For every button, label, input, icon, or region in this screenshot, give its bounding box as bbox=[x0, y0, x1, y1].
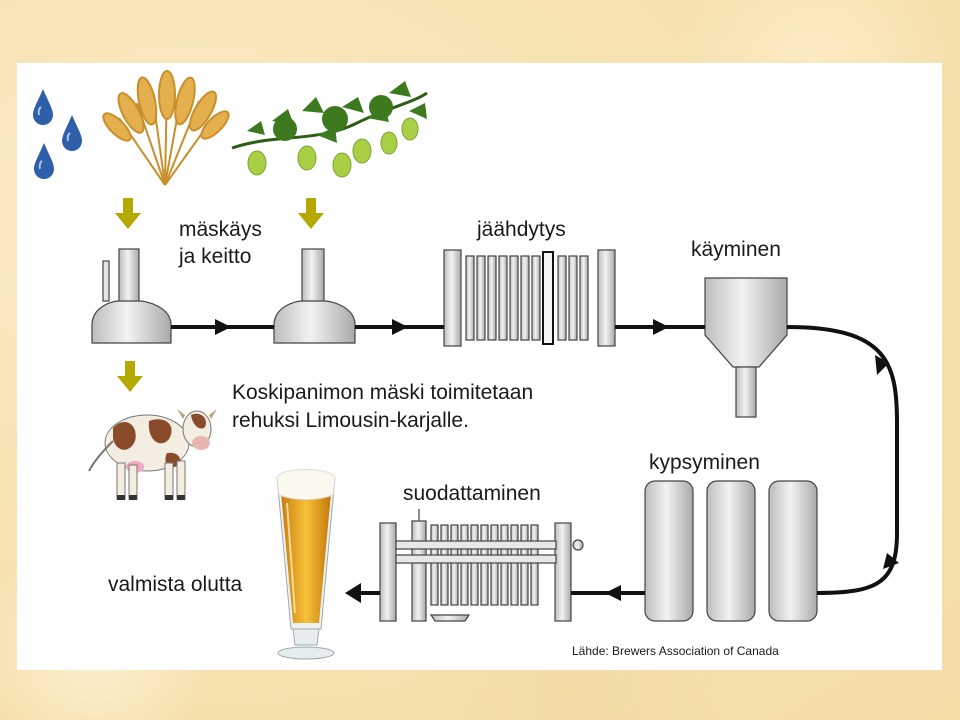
beer-glass-icon bbox=[276, 469, 336, 660]
maturation-tanks bbox=[644, 480, 818, 622]
label-fermentation: käyminen bbox=[691, 238, 781, 261]
label-maturation: kypsyminen bbox=[649, 451, 760, 474]
barley-icon bbox=[102, 70, 230, 186]
water-drops-icon bbox=[33, 89, 82, 179]
label-mashing-line1: mäskäys bbox=[179, 218, 262, 241]
input-arrow-right bbox=[298, 198, 324, 229]
filter-press bbox=[379, 509, 584, 622]
flow-arrowheads bbox=[215, 319, 899, 603]
note-line2: rehuksi Limousin-karjalle. bbox=[232, 409, 469, 432]
brewing-process-diagram bbox=[33, 70, 899, 660]
cow-icon bbox=[88, 409, 217, 500]
input-arrow-left bbox=[115, 198, 141, 229]
label-cooling: jäähdytys bbox=[477, 218, 566, 241]
diagram-panel: mäskäys ja keitto jäähdytys käyminen kyp… bbox=[17, 63, 942, 670]
label-filtering: suodattaminen bbox=[403, 482, 541, 505]
source-credit: Lähde: Brewers Association of Canada bbox=[572, 644, 779, 658]
hops-icon bbox=[231, 81, 428, 178]
cooler-heat-exchanger bbox=[443, 249, 616, 347]
note-line1: Koskipanimon mäski toimitetaan bbox=[232, 381, 534, 404]
fermentation-tank bbox=[704, 277, 788, 418]
label-finished-beer: valmista olutta bbox=[108, 573, 243, 596]
label-mashing-line2: ja keitto bbox=[179, 245, 252, 268]
mash-output-arrow bbox=[117, 361, 143, 392]
mash-kettle bbox=[91, 248, 172, 344]
boil-kettle bbox=[273, 248, 356, 344]
